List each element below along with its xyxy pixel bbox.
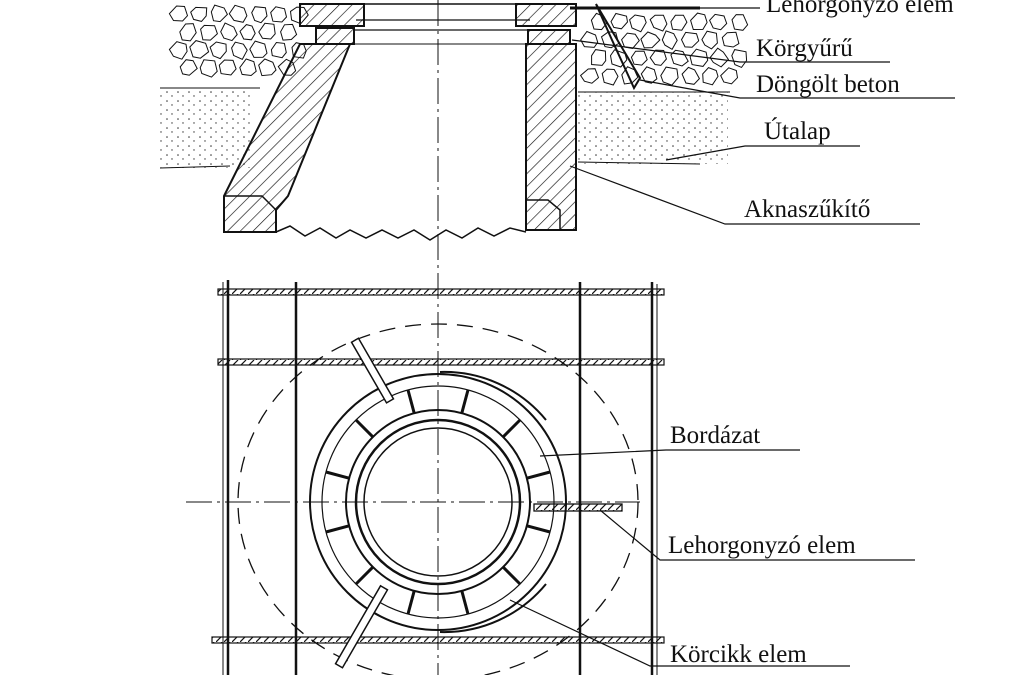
stone (649, 49, 667, 66)
ring-right (527, 29, 571, 45)
rib (354, 418, 374, 438)
stone (670, 14, 688, 31)
plan-view (186, 280, 665, 675)
stone (591, 49, 607, 66)
rib (325, 470, 350, 480)
stone (231, 41, 248, 60)
stone (228, 4, 248, 23)
stone (600, 31, 620, 49)
stone (179, 23, 197, 42)
rib (460, 389, 470, 414)
stone (251, 6, 268, 24)
stone (580, 30, 599, 48)
stone (239, 58, 257, 77)
rammed-concrete-layer (168, 4, 749, 86)
stone (690, 12, 708, 31)
stone (199, 59, 218, 78)
stone (731, 14, 749, 31)
rebar-h3 (211, 636, 665, 644)
section-view (159, 3, 749, 241)
stone (280, 23, 298, 41)
rib (406, 590, 416, 615)
rib (502, 566, 522, 586)
stone (601, 68, 619, 86)
stone (701, 30, 718, 50)
stone (709, 47, 730, 68)
label-shaft-reducer: Aknaszűkítő (744, 196, 871, 223)
stone (661, 30, 678, 50)
label-ring: Körgyűrű (756, 35, 853, 62)
stone (670, 49, 689, 67)
stone (660, 66, 679, 86)
stone (168, 41, 188, 60)
stone (731, 49, 748, 69)
rib (526, 470, 551, 480)
stone (640, 31, 661, 49)
stone (258, 58, 277, 77)
stone (200, 24, 218, 41)
stone (709, 13, 728, 31)
ribbing (325, 389, 551, 615)
rebar-h2 (217, 358, 665, 366)
rib (526, 524, 551, 534)
road-base-layer (159, 87, 730, 169)
stone (179, 59, 198, 76)
stone (702, 67, 719, 86)
stone (218, 59, 237, 76)
outer-dashed-circle (237, 323, 639, 675)
label-sector-element: Körcikk elem (670, 641, 807, 668)
label-ribbing: Bordázat (670, 422, 761, 449)
stone (189, 40, 210, 59)
label-anchor-element-bottom: Lehorgonyzó elem (668, 532, 856, 559)
shaft-reducer-left-wall (223, 43, 352, 233)
stone (270, 41, 287, 59)
rib (354, 566, 374, 586)
stone (689, 48, 709, 67)
stone (630, 50, 648, 66)
stone (720, 67, 739, 85)
stone (209, 41, 227, 60)
stone (270, 6, 288, 23)
stone (681, 66, 701, 85)
stone (579, 68, 600, 84)
stone (621, 32, 640, 49)
anchor-bar-lower-left (334, 584, 389, 669)
ring-left (315, 27, 355, 45)
stone (190, 6, 208, 22)
rib (325, 524, 350, 534)
stone (649, 14, 668, 32)
anchor-bar-upper-left (350, 337, 395, 404)
label-anchor-element-top: Lehorgonyzó elem (766, 0, 954, 18)
leader-lines (509, 7, 955, 667)
stone (239, 24, 256, 41)
stone (210, 4, 229, 23)
rebar-h1 (217, 288, 665, 296)
stone (220, 22, 238, 42)
break-line (275, 225, 527, 241)
rib (502, 418, 522, 438)
stone (640, 66, 658, 84)
stone (680, 31, 700, 48)
anchor-spike (595, 3, 642, 91)
label-rammed-concrete: Döngölt beton (756, 71, 900, 98)
stone (629, 14, 647, 33)
stone (610, 12, 629, 30)
anchor-bar-right (533, 503, 623, 512)
rib (406, 389, 416, 414)
stone (168, 5, 189, 22)
stone (249, 40, 268, 58)
label-road-base: Útalap (764, 118, 831, 145)
rib (460, 590, 470, 615)
stone (258, 22, 276, 40)
stone (721, 31, 740, 48)
